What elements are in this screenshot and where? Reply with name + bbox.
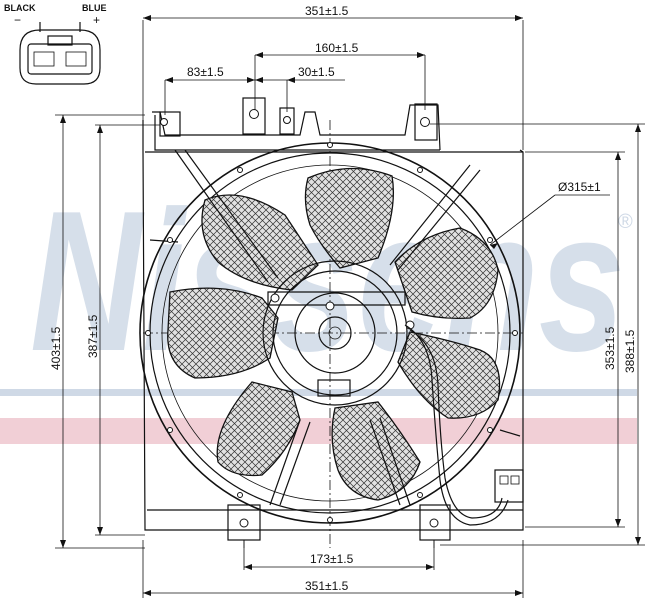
fan-blade [216,381,301,477]
fan-motor [262,260,415,406]
connector-blue-label: BLUE [82,3,107,13]
fan-blade [201,194,319,291]
fan-blade [304,167,395,269]
dim-height-right-inner: 353±1.5 [603,326,617,370]
dim-mount-spacing-top: 160±1.5 [315,41,359,55]
dimension-labels: 351±1.5 160±1.5 83±1.5 30±1.5 Ø315±1 403… [49,4,637,593]
dim-overall-width-bottom: 351±1.5 [305,579,349,593]
fan-blade [394,227,499,320]
dim-height-total: 403±1.5 [49,326,63,370]
dim-bottom-mount-spacing: 173±1.5 [310,552,354,566]
dim-height-right-outer: 388±1.5 [623,329,637,373]
dim-height-frame: 387±1.5 [86,314,100,358]
connector-plus-sign: + [93,13,100,27]
connector-diagram: BLACK BLUE − + [4,3,107,85]
dim-offset-small: 30±1.5 [298,65,335,79]
fan-blade [167,287,279,379]
dim-overall-width-top: 351±1.5 [305,4,349,18]
fan-struts [149,149,521,506]
ring-screws [145,142,518,523]
fan-shroud [142,97,524,548]
fan-blade [397,331,501,419]
dimension-lines [55,15,645,598]
fan-blade [331,401,421,501]
fan-blades [167,167,501,501]
connector-plug-icon [19,22,101,85]
connector-black-label: BLACK [4,3,36,13]
wire-harness [404,324,524,526]
connector-minus-sign: − [14,13,21,27]
watermark-registered-mark: ® [618,211,633,233]
dim-offset-left: 83±1.5 [187,65,224,79]
dim-fan-diameter: Ø315±1 [558,180,601,194]
watermark-red-stripe [0,418,637,444]
